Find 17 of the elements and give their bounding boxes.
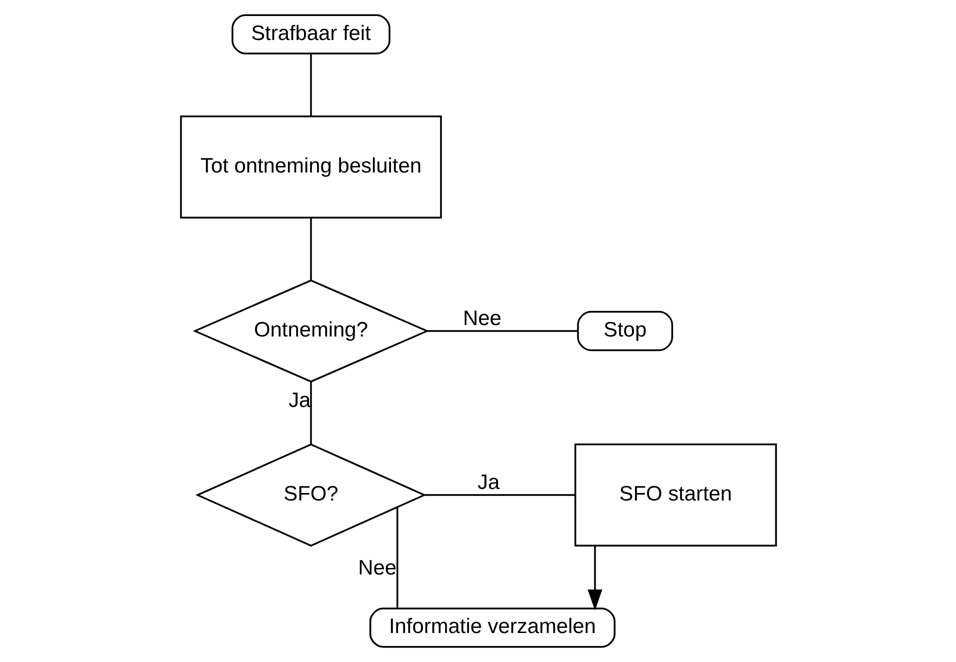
node-box: Stop [576, 310, 673, 352]
connector [310, 218, 312, 280]
connector [310, 54, 312, 116]
connector [310, 382, 312, 444]
edge-label: Nee [462, 307, 501, 330]
connector [426, 330, 577, 332]
edge-label: Ja [477, 471, 500, 494]
node-diamond: SFO? [194, 443, 426, 547]
node-box: Strafbaar feit [231, 14, 390, 54]
connector [424, 494, 574, 496]
connector [396, 507, 398, 608]
node-box: Tot ontneming besluiten [180, 116, 442, 218]
edge-label: Nee [358, 556, 396, 580]
arrow [587, 546, 602, 610]
node-diamond: Ontneming? [192, 279, 429, 383]
node-box: Informatie verzamelen [368, 608, 615, 648]
node-box: SFO starten [574, 444, 776, 546]
